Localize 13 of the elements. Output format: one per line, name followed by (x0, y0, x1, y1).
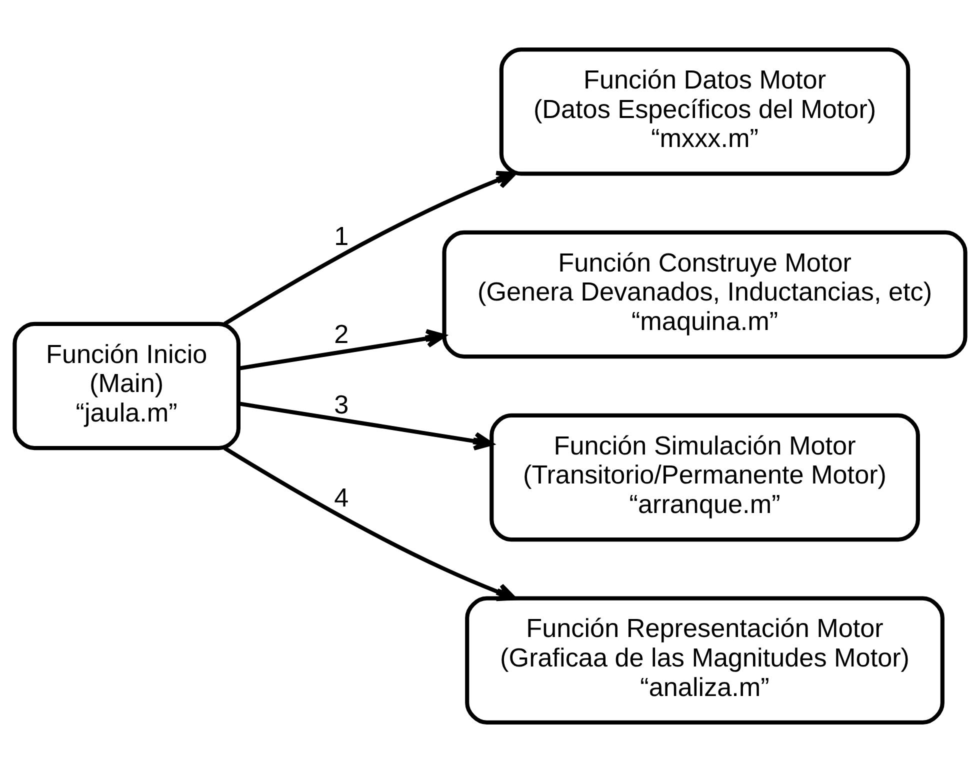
node-box: Función Representación Motor (Graficaa de las Magnitudes Motor) “analiza.m” (465, 596, 944, 724)
edge-label: 1 (334, 221, 349, 252)
arrow (224, 446, 516, 602)
arrow (224, 170, 516, 326)
node-box: Función Simulación Motor (Transitorio/Permanente Motor) “arranque.m” (490, 413, 920, 542)
arrow (238, 329, 446, 370)
arrow (238, 402, 494, 450)
edge-label: 2 (334, 319, 349, 350)
node-box: Función Construye Motor (Genera Devanados, Inductancias, etc) “maquina.m” (442, 230, 968, 359)
node-box: Función Inicio (Main) “jaula.m” (12, 322, 240, 450)
node-box: Función Datos Motor (Datos Específicos del Motor) “mxxx.m” (499, 48, 910, 176)
edge-label: 3 (334, 389, 349, 420)
edge-label: 4 (334, 482, 349, 513)
